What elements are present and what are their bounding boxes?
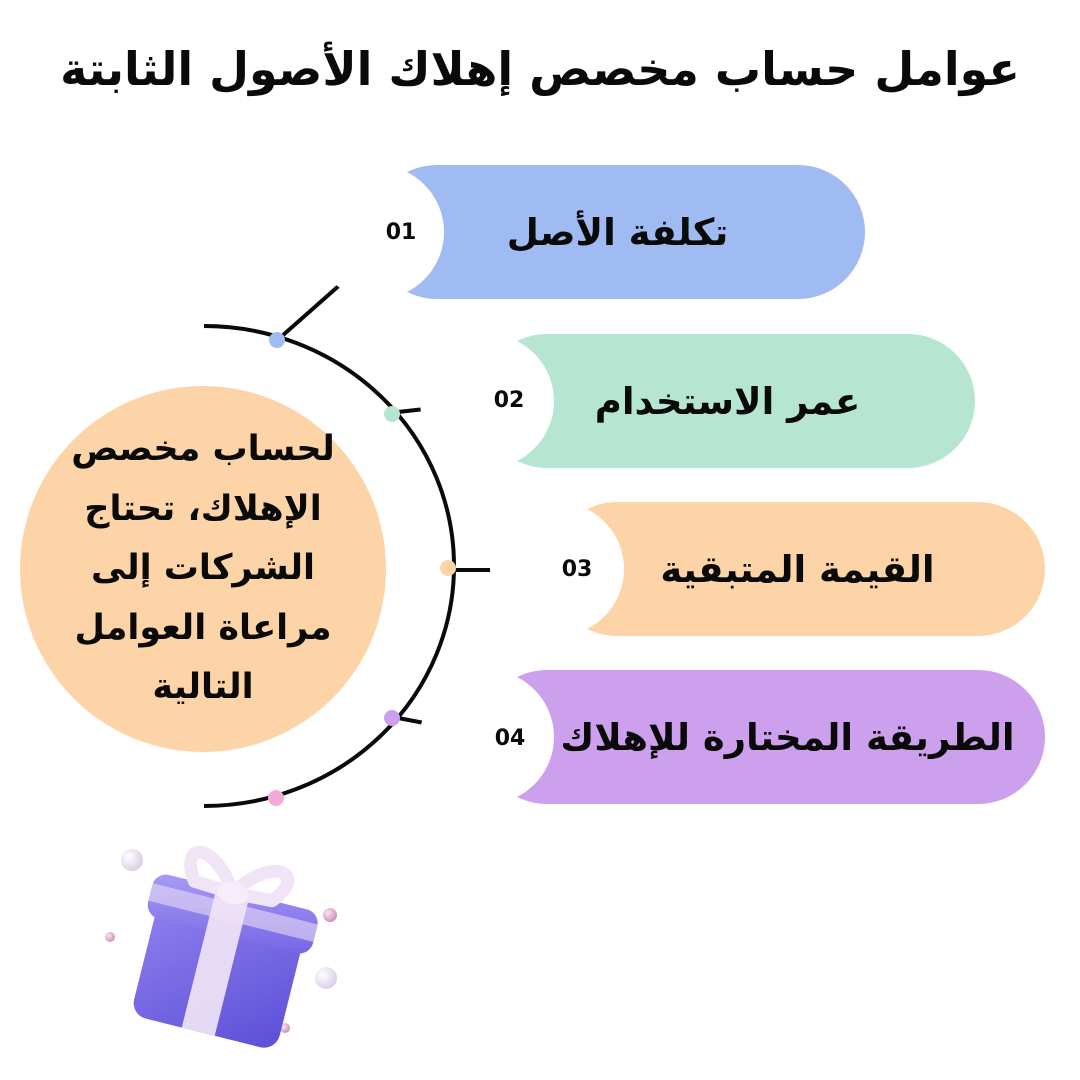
factor-pill-03: القيمة المتبقية <box>490 502 1045 636</box>
pill-notch <box>420 334 554 468</box>
arc-dot-03 <box>440 560 456 576</box>
arc-dot-02 <box>384 406 400 422</box>
gift-box <box>133 845 318 1048</box>
pill-notch <box>420 670 554 804</box>
gift-bow <box>184 845 240 900</box>
arc-dot-04 <box>384 710 400 726</box>
bubble <box>105 932 115 942</box>
arc-dot-05 <box>268 790 284 806</box>
factor-number-02: 02 <box>493 388 525 413</box>
intro-circle: لحساب مخصص الإهلاك، تحتاج الشركات إلى مر… <box>20 386 386 752</box>
factor-number-01: 01 <box>385 220 417 245</box>
factor-label-04: الطريقة المختارة للإهلاك <box>560 715 1015 759</box>
bubble <box>121 849 143 871</box>
arc-dot-01 <box>269 332 285 348</box>
page-title: عوامل حساب مخصص إهلاك الأصول الثابتة <box>60 42 1020 96</box>
pill-notch <box>310 165 444 299</box>
factor-number-04: 04 <box>494 726 526 751</box>
factor-pill-04: الطريقة المختارة للإهلاك <box>420 670 1045 804</box>
bubble <box>280 1023 290 1033</box>
factor-label-01: تكلفة الأصل <box>506 210 729 254</box>
bubble <box>315 967 337 989</box>
bubble <box>323 908 337 922</box>
intro-text: لحساب مخصص الإهلاك، تحتاج الشركات إلى مر… <box>71 429 335 708</box>
factor-number-03: 03 <box>561 557 593 582</box>
factor-label-03: القيمة المتبقية <box>660 547 935 591</box>
factor-pill-01: تكلفة الأصل <box>310 165 865 299</box>
gift-box-illustration <box>105 845 337 1048</box>
factor-label-02: عمر الاستخدام <box>594 379 861 423</box>
pill-notch <box>490 502 624 636</box>
factor-pill-02: عمر الاستخدام <box>420 334 975 468</box>
